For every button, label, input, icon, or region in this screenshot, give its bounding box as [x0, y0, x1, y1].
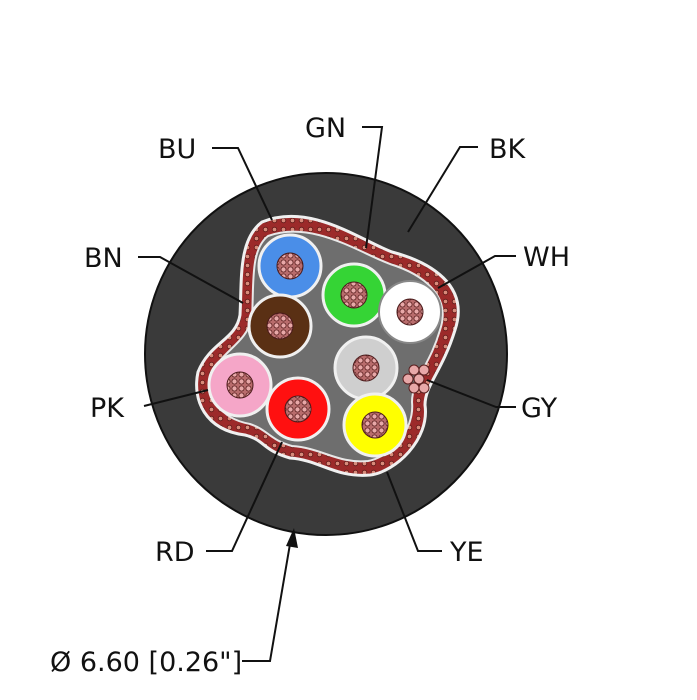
leader-pk — [143, 389, 209, 407]
leader-gy — [426, 379, 516, 408]
label-gy: GY — [521, 393, 558, 424]
label-rd: RD — [155, 537, 195, 568]
leader-gn — [362, 126, 384, 249]
leader-dimension — [242, 543, 291, 662]
conductor-yellow — [342, 392, 408, 458]
conductor-green — [321, 262, 387, 328]
conductor-pink — [207, 352, 273, 418]
leader-rd — [206, 441, 283, 552]
dimension-arrowhead — [286, 528, 298, 548]
label-gn: GN — [305, 113, 346, 144]
label-bu: BU — [158, 134, 196, 165]
leader-bn — [138, 256, 244, 304]
leader-ye — [386, 471, 442, 552]
leader-wh — [437, 255, 516, 289]
leader-bu — [212, 147, 273, 221]
conductor-red — [265, 376, 331, 442]
label-pk: PK — [90, 393, 125, 424]
leader-bk — [407, 146, 478, 233]
label-wh: WH — [523, 242, 570, 273]
label-bn: BN — [84, 243, 123, 274]
conductor-white — [378, 280, 442, 344]
label-bk: BK — [489, 134, 527, 165]
label-ye: YE — [449, 537, 484, 568]
conductor-blue — [257, 233, 323, 299]
conductor-grey — [333, 335, 399, 401]
conductor-brown — [247, 293, 313, 359]
diameter-dimension-label: Ø 6.60 [0.26"] — [50, 647, 242, 678]
drain-wire — [402, 364, 430, 394]
